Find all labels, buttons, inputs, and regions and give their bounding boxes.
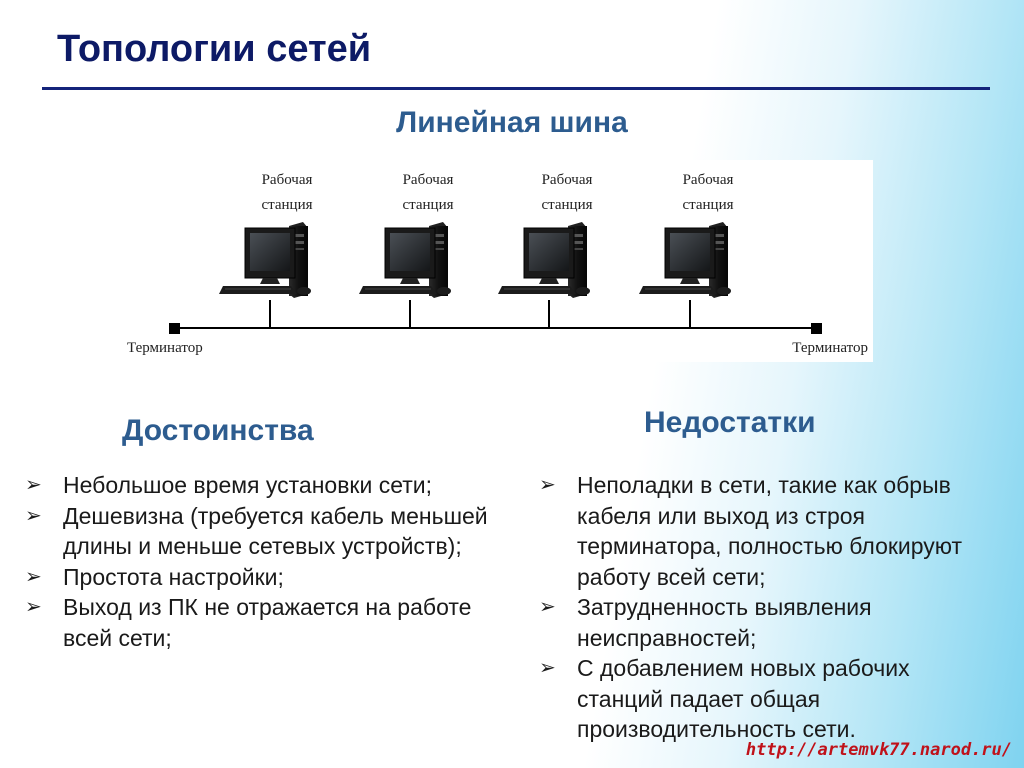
advantages-list: ➢Небольшое время установки сети; ➢Дешеви… [25,470,495,653]
advantages-heading: Достоинства [122,414,314,447]
list-item: ➢Выход из ПК не отражается на работе все… [25,594,472,651]
arrow-bullet-icon: ➢ [539,596,556,618]
workstation-label: станция [402,197,453,213]
arrow-bullet-icon: ➢ [539,657,556,679]
title-underline [42,87,990,90]
workstation-label: станция [682,197,733,213]
arrow-bullet-icon: ➢ [25,504,42,527]
bus-topology-diagram: Рабочая станция Рабочая станция Рабочая … [118,160,873,362]
workstation-label: Рабочая [262,172,313,188]
list-item: ➢Дешевизна (требуется кабель меньшей дли… [25,502,488,560]
computer-icon [358,221,452,299]
workstation-label: Рабочая [542,172,593,188]
arrow-bullet-icon: ➢ [539,474,556,496]
list-item: ➢Неполадки в сети, такие как обрыв кабел… [539,472,963,590]
terminator-right-icon [811,323,822,334]
disadvantages-heading: Недостатки [644,406,816,439]
list-item: ➢Небольшое время установки сети; [25,470,495,501]
workstation-label: станция [541,197,592,213]
topology-subtitle: Линейная шина [396,106,628,139]
list-item: ➢С добавлением новых рабочих станций пад… [539,655,910,742]
arrow-bullet-icon: ➢ [25,474,42,496]
workstation-label: Рабочая [403,172,454,188]
terminator-label-right: Терминатор [792,340,868,356]
disadvantages-list: ➢Неполадки в сети, такие как обрыв кабел… [539,470,999,745]
list-item: ➢Затрудненность выявления неисправностей… [539,594,872,651]
source-watermark: http://artemvk77.narod.ru/ [745,740,1012,760]
computer-icon [218,221,312,299]
terminator-label-left: Терминатор [127,340,203,356]
workstation-label: Рабочая [683,172,734,188]
workstation-label: станция [261,197,312,213]
terminator-left-icon [169,323,180,334]
computer-icon [497,221,591,299]
list-item: ➢Простота настройки; [25,562,495,593]
arrow-bullet-icon: ➢ [25,596,42,618]
slide-title: Топологии сетей [57,28,372,70]
computer-icon [638,221,732,299]
arrow-bullet-icon: ➢ [25,565,42,588]
